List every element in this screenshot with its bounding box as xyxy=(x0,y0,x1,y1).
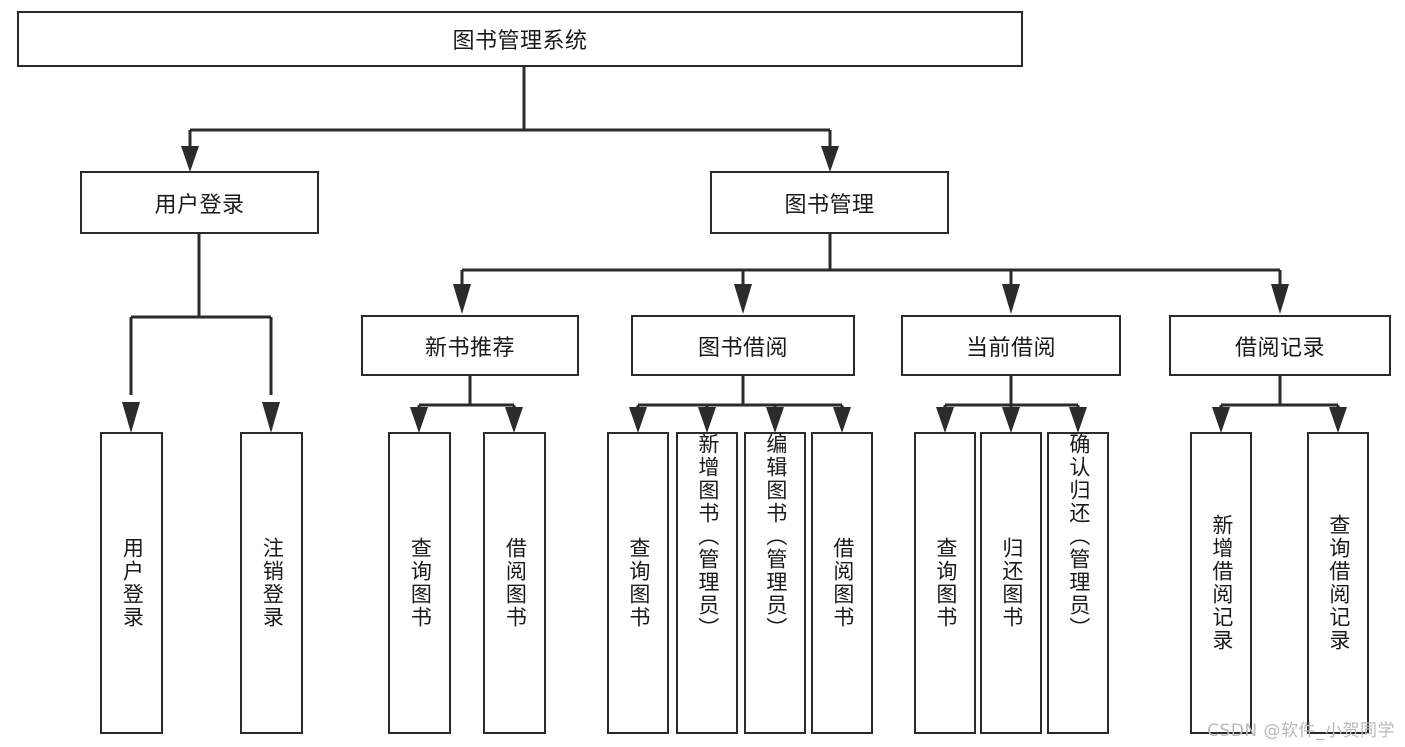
leaf-current-borrow-0[interactable] xyxy=(913,431,977,735)
connector-current-borrow-to-leaves xyxy=(936,375,1087,433)
leaf-new-book-0[interactable] xyxy=(387,431,452,735)
leaf-book-borrow-2[interactable] xyxy=(743,431,807,735)
connector-root-to-level2 xyxy=(181,66,839,172)
leaf-book-borrow-0[interactable] xyxy=(606,431,670,735)
node-user-login[interactable] xyxy=(79,170,320,235)
arrow-head-icon xyxy=(734,284,752,314)
node-book-manage[interactable] xyxy=(709,170,950,235)
node-root[interactable] xyxy=(16,10,1024,68)
connector-book-borrow-to-leaves xyxy=(629,375,851,433)
arrow-head-icon xyxy=(122,402,140,433)
arrow-head-icon xyxy=(629,407,647,433)
node-borrow-record[interactable] xyxy=(1168,314,1392,377)
arrow-head-icon xyxy=(1329,407,1347,433)
arrow-head-icon xyxy=(410,407,428,433)
arrow-head-icon xyxy=(262,402,280,433)
node-new-book-recommend[interactable] xyxy=(360,314,580,377)
leaf-current-borrow-1[interactable] xyxy=(979,431,1043,735)
connector-book-manage-to-level3 xyxy=(453,233,1289,314)
leaf-borrow-record-0[interactable] xyxy=(1189,431,1253,735)
arrow-head-icon xyxy=(1002,284,1020,314)
leaf-book-borrow-3[interactable] xyxy=(810,431,874,735)
leaf-new-book-1[interactable] xyxy=(482,431,547,735)
connector-user-login-to-leaves xyxy=(122,233,280,433)
connector-new-book-to-leaves xyxy=(410,375,523,433)
arrow-head-icon xyxy=(821,146,839,172)
arrow-head-icon xyxy=(1002,407,1020,433)
arrow-head-icon xyxy=(1069,407,1087,433)
leaf-borrow-record-1[interactable] xyxy=(1306,431,1370,735)
leaf-user-login-0[interactable] xyxy=(99,431,164,735)
arrow-head-icon xyxy=(453,284,471,314)
arrow-head-icon xyxy=(833,407,851,433)
arrow-head-icon xyxy=(1271,284,1289,314)
connector-borrow-record-to-leaves xyxy=(1212,375,1347,433)
leaf-book-borrow-1[interactable] xyxy=(675,431,739,735)
arrow-head-icon xyxy=(936,407,954,433)
node-current-borrow[interactable] xyxy=(900,314,1122,377)
arrow-head-icon xyxy=(1212,407,1230,433)
leaf-user-login-1[interactable] xyxy=(239,431,304,735)
arrow-head-icon xyxy=(181,146,199,172)
node-book-borrow[interactable] xyxy=(630,314,856,377)
arrow-head-icon xyxy=(766,407,784,433)
csdn-watermark: CSDN @软件_小贺同学 xyxy=(1207,721,1395,741)
arrow-head-icon xyxy=(505,407,523,433)
leaf-current-borrow-2[interactable] xyxy=(1046,431,1110,735)
arrow-head-icon xyxy=(698,407,716,433)
